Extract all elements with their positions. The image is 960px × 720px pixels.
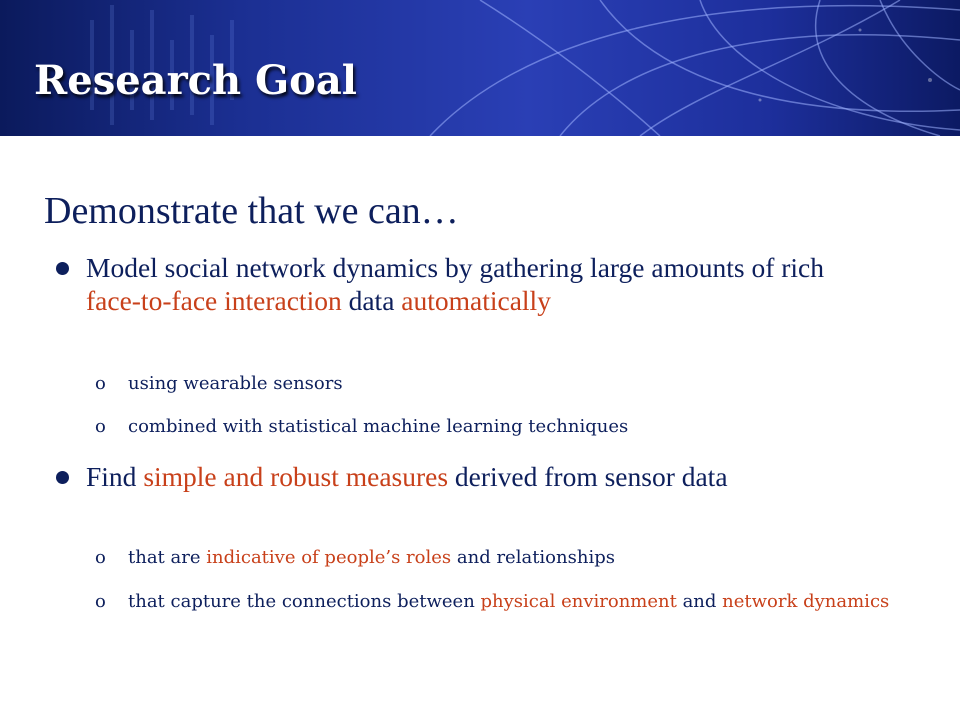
banner-decoration [90,0,960,136]
slide-title: Research Goal [34,57,357,104]
sub-bullet-text: using wearable sensors [128,373,343,394]
sub-bullet-marker-icon: o [95,373,106,394]
sub-bullet-marker-icon: o [95,547,106,568]
text-run: data [341,285,402,316]
text-run: that capture the connections between [128,591,481,612]
bullet-text: Model social network dynamics by gatheri… [86,251,876,317]
highlight-text: simple and robust measures [143,461,449,492]
bullet-text: Find simple and robust measures derived … [86,460,876,493]
highlight-text: indicative of people’s roles [206,547,452,568]
text-run: Find [86,461,144,492]
text-run: and relationships [451,547,615,568]
highlight-text: automatically [401,285,551,316]
title-banner: Research Goal [0,0,960,136]
sub-bullet-text: that are indicative of people’s roles an… [128,545,918,570]
highlight-text: physical environment [480,591,677,612]
section-heading: Demonstrate that we can… [44,190,459,232]
bullet-dot-icon [56,262,69,275]
sub-bullet-text: combined with statistical machine learni… [128,416,629,437]
text-run: and [676,591,723,612]
text-run: derived from sensor data [448,461,728,492]
highlight-text: face-to-face interaction [86,285,342,316]
sub-bullet-marker-icon: o [95,416,106,437]
bullet-dot-icon [56,471,69,484]
highlight-text: network dynamics [722,591,890,612]
sub-bullet-marker-icon: o [95,591,106,612]
sub-bullet-text: that capture the connections between phy… [128,589,918,614]
text-run: that are [128,547,207,568]
text-run: Model social network dynamics by gatheri… [86,252,824,283]
